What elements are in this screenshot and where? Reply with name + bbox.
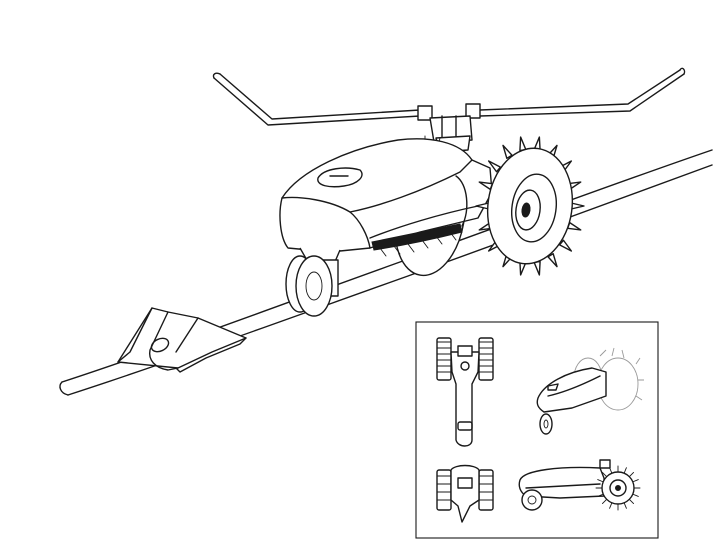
caster-wheel <box>286 256 332 316</box>
wheel-spike <box>571 203 584 209</box>
inset-views-panel <box>416 322 658 538</box>
sprinkler-arm <box>213 68 684 152</box>
wheel-spike <box>520 137 526 150</box>
hose-guide-ramp <box>118 308 246 372</box>
drive-wheel-near <box>476 137 584 275</box>
wheel-spike <box>534 261 540 274</box>
